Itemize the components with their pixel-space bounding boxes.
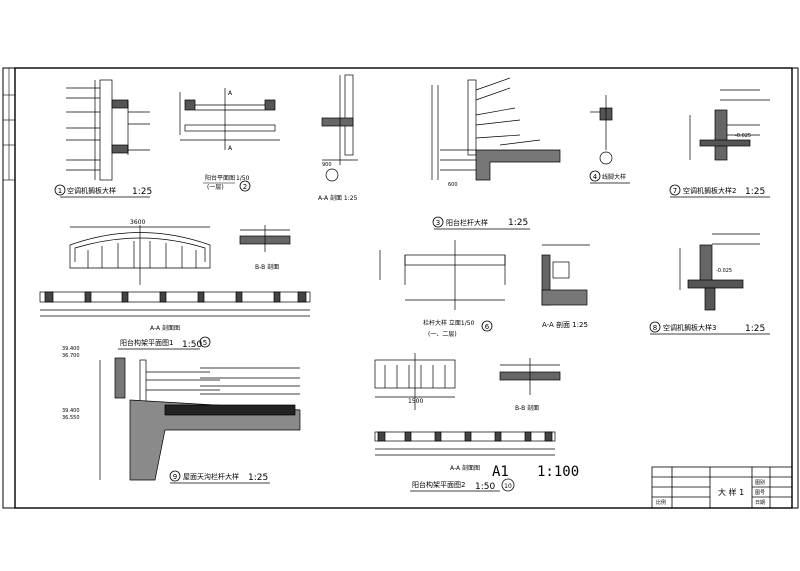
detail-9-drawing: [99, 357, 301, 481]
section-bb-2-drawing: [499, 358, 561, 395]
detail-scale: 1:25: [745, 324, 765, 334]
elevation-mark: 39.400: [62, 408, 80, 414]
title-cell-label: 图别: [755, 479, 765, 486]
detail-bubble: [501, 478, 515, 492]
title-cell-label: 日期: [755, 500, 765, 506]
detail-scale: 1:25: [248, 473, 268, 483]
detail-scale: 1:50: [475, 482, 495, 492]
beam-plan-1: [39, 291, 311, 317]
outer-border: [2, 67, 799, 509]
svg-text:A: A: [228, 145, 233, 152]
detail-scale: 1:50: [182, 340, 202, 350]
detail-title-text: 阳台构架平面图1: [120, 338, 173, 347]
detail-5-title: 阳台构架平面图1 1:50 5: [118, 336, 211, 350]
detail-bubble: [649, 321, 661, 333]
elevation-mark: 36.700: [62, 353, 80, 359]
detail-8-title: 8 空调机搁板大样3 1:25: [649, 321, 770, 335]
detail-number: 2: [243, 183, 247, 191]
section-bb-1-label: B-B 剖面: [255, 263, 279, 271]
detail-title-text: 阳台平面图: [205, 174, 235, 182]
section-aa-2-label: A-A 剖面图: [150, 324, 180, 332]
detail-title-text: 屋面天沟栏杆大样: [183, 472, 239, 481]
detail-subtitle: (一、二层): [428, 331, 457, 338]
detail-2-drawing: A A: [179, 88, 280, 152]
section-bb-2-label: B-B 剖面: [515, 404, 539, 412]
detail-3-title: 3 阳台栏杆大样 1:25: [432, 216, 530, 230]
detail-1-drawing: [66, 79, 150, 181]
detail-6-drawing: [379, 240, 506, 310]
dim-lower-width: 1500: [408, 398, 423, 405]
title-cell-label: 图号: [755, 490, 765, 496]
detail-9-title: 9 屋面天沟栏杆大样 1:25: [169, 470, 270, 484]
detail-number: 7: [673, 187, 677, 195]
detail-4-drawing: [590, 95, 613, 165]
detail-6-title: 栏杆大样 立面1/50 (一、二层) 6: [423, 319, 493, 338]
drawing-title: 大 样 1: [718, 487, 744, 497]
binding-strip: [3, 68, 15, 181]
section-aa-1-label: A-A 剖面 1:25: [318, 194, 358, 202]
elevation-mark: -0.025: [716, 268, 732, 274]
detail-number: 8: [653, 324, 657, 332]
section-aa-3-drawing: [541, 244, 590, 306]
inner-border: [14, 67, 793, 509]
elevation-mark: 36.550: [62, 415, 80, 421]
detail-7-title: 7 空调机搁板大样2 1:25: [669, 184, 770, 198]
detail-number: 9: [173, 473, 177, 481]
detail-bubble: [199, 336, 211, 348]
detail-number: 10: [504, 483, 512, 490]
detail-3-drawing: [431, 77, 561, 181]
detail-bubble: [432, 216, 444, 228]
title-cell-label: 比例: [656, 499, 666, 506]
detail-title-text: 空调机搁板大样: [67, 186, 116, 195]
detail-7-drawing: [689, 89, 770, 161]
detail-number: 6: [485, 323, 490, 331]
detail-bubble: [589, 170, 601, 182]
detail-subtitle: (一层): [207, 184, 224, 191]
detail-bubble: [669, 184, 681, 196]
detail-number: 1: [58, 187, 62, 195]
detail-scale: 1/50: [236, 175, 250, 182]
detail-scale: 1:25: [508, 218, 528, 228]
detail-1-title: 1 空调机搁板大样 1:25: [54, 184, 152, 198]
lower-arch-elevation: [374, 353, 456, 410]
detail-10-title: 阳台构架平面图2 1:50 10: [410, 478, 515, 492]
detail-8-drawing: [679, 233, 760, 311]
detail-title-text: 阳台栏杆大样: [446, 218, 488, 227]
detail-4-title: 4 线脚大样: [589, 170, 630, 184]
detail-number: 4: [593, 173, 598, 181]
detail-title-text: 线脚大样: [602, 173, 626, 181]
detail-number: 5: [203, 339, 207, 347]
section-aa-4-label: A-A 剖面图: [450, 464, 480, 472]
detail-bubble: [169, 470, 181, 482]
detail-scale: 1:25: [745, 187, 765, 197]
section-aa-3-label: A-A 剖面 1:25: [542, 320, 588, 329]
section-bb-1-drawing: [239, 225, 291, 252]
detail-scale: 1:25: [132, 187, 152, 197]
dim-label: 900: [322, 162, 332, 168]
detail-title-text: 栏杆大样 立面1/50: [423, 319, 475, 327]
detail-bubble: [239, 180, 251, 192]
title-block: [651, 466, 793, 509]
beam-plan-2: [374, 431, 556, 456]
elevation-mark: -0.025: [735, 133, 751, 139]
dim-label: 600: [448, 182, 458, 188]
detail-bubble: [481, 320, 493, 332]
arch-elevation: [69, 225, 211, 285]
detail-title-text: 阳台构架平面图2: [412, 480, 465, 489]
overall-scale: 1:100: [537, 464, 579, 480]
section-aa-1-drawing: [321, 74, 358, 182]
paper-size: A1: [492, 464, 509, 480]
detail-title-text: 空调机搁板大样2: [683, 186, 736, 195]
svg-text:A: A: [228, 90, 233, 97]
detail-title-text: 空调机搁板大样3: [663, 323, 716, 332]
detail-number: 3: [436, 219, 440, 227]
elevation-mark: 39.400: [62, 346, 80, 352]
detail-bubble: [54, 184, 66, 196]
dim-arch-width: 3600: [130, 219, 145, 226]
detail-2-title: 阳台平面图 1/50 (一层) 2: [203, 174, 251, 192]
